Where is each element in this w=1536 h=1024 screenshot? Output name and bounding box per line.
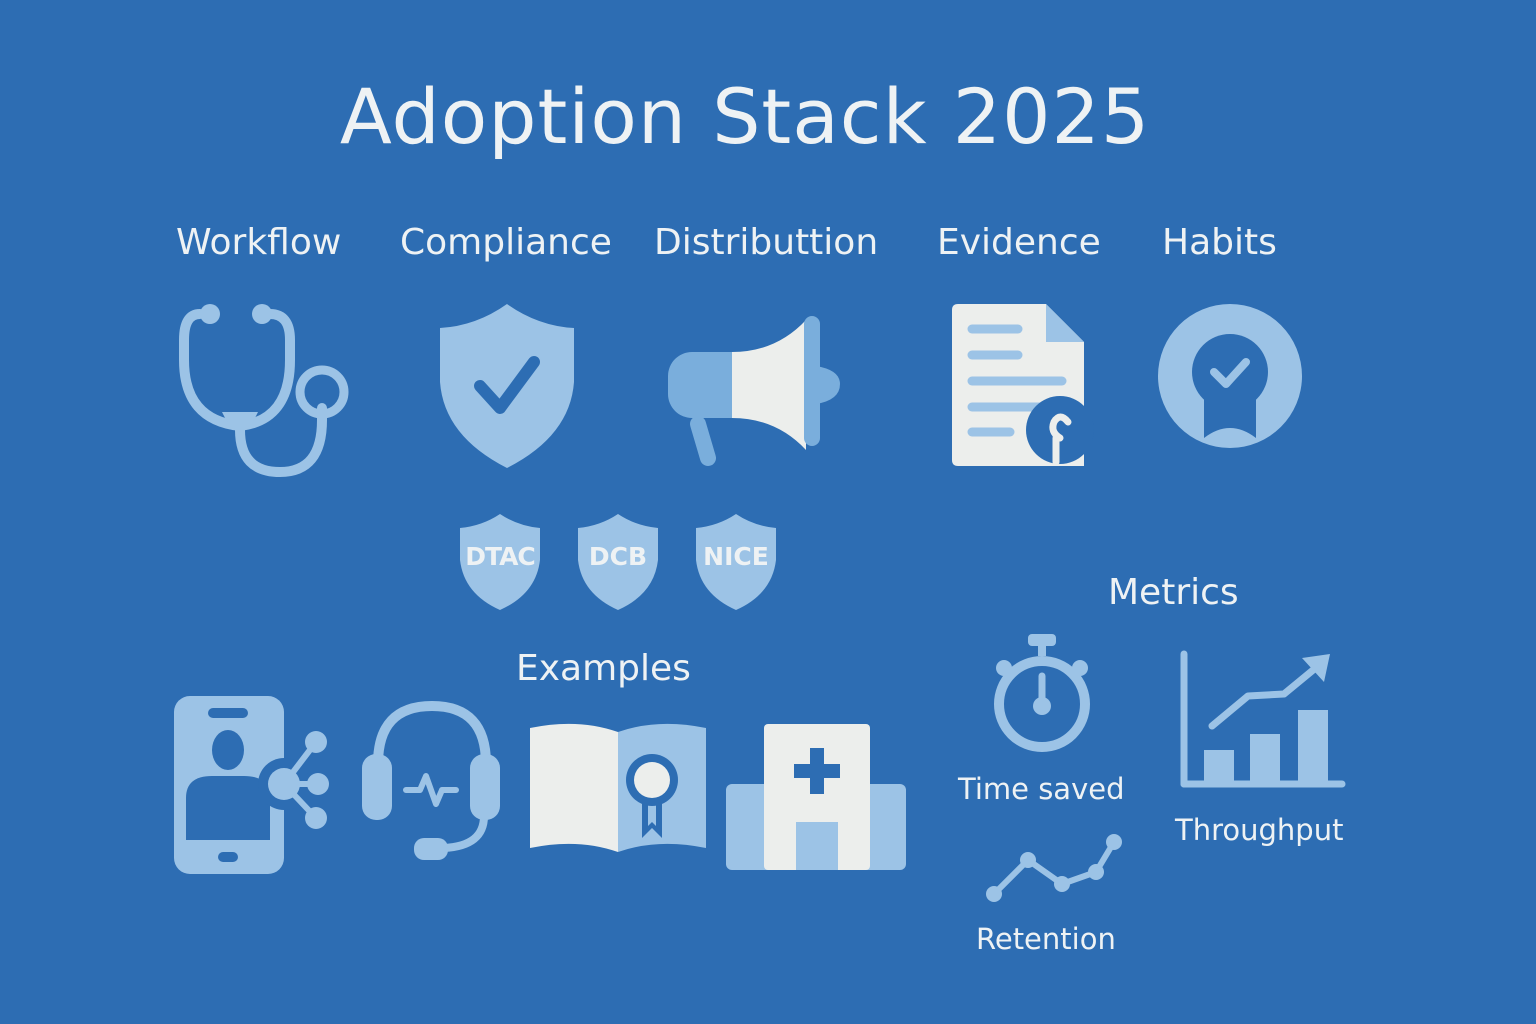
category-label-workflow: Workflow — [176, 222, 342, 263]
badge-check-icon — [1158, 304, 1302, 448]
metrics-heading: Metrics — [1108, 572, 1239, 613]
headset-pulse-icon — [362, 700, 500, 860]
line-chart-icon — [986, 834, 1122, 902]
compliance-badge-dcb — [578, 514, 658, 610]
compliance-badge-dtac — [460, 514, 540, 610]
document-search-icon — [952, 304, 1094, 466]
compliance-badge-nice — [696, 514, 776, 610]
examples-heading: Examples — [516, 648, 691, 689]
category-label-habits: Habits — [1162, 222, 1277, 263]
page-title: Adoption Stack 2025 — [339, 72, 1151, 161]
megaphone-icon — [668, 316, 840, 466]
stopwatch-icon — [994, 634, 1090, 752]
compliance-badge-label-dcb: DCB — [588, 542, 648, 571]
compliance-badge-label-nice: NICE — [703, 542, 769, 571]
book-award-icon — [530, 723, 706, 852]
bar-chart-trend-icon — [1180, 650, 1346, 788]
phone-share-icon — [174, 696, 329, 874]
stethoscope-icon — [179, 304, 349, 478]
shield-check-icon — [440, 304, 574, 468]
category-label-distribution: Distributtion — [654, 222, 879, 263]
category-label-evidence: Evidence — [937, 222, 1101, 263]
metric-label-retention: Retention — [976, 922, 1116, 956]
category-label-compliance: Compliance — [400, 222, 612, 263]
hospital-icon — [726, 724, 906, 870]
metric-label-time-saved: Time saved — [958, 772, 1125, 806]
compliance-badge-label-dtac: DTAC — [465, 542, 536, 571]
metric-label-throughput: Throughput — [1175, 813, 1344, 847]
